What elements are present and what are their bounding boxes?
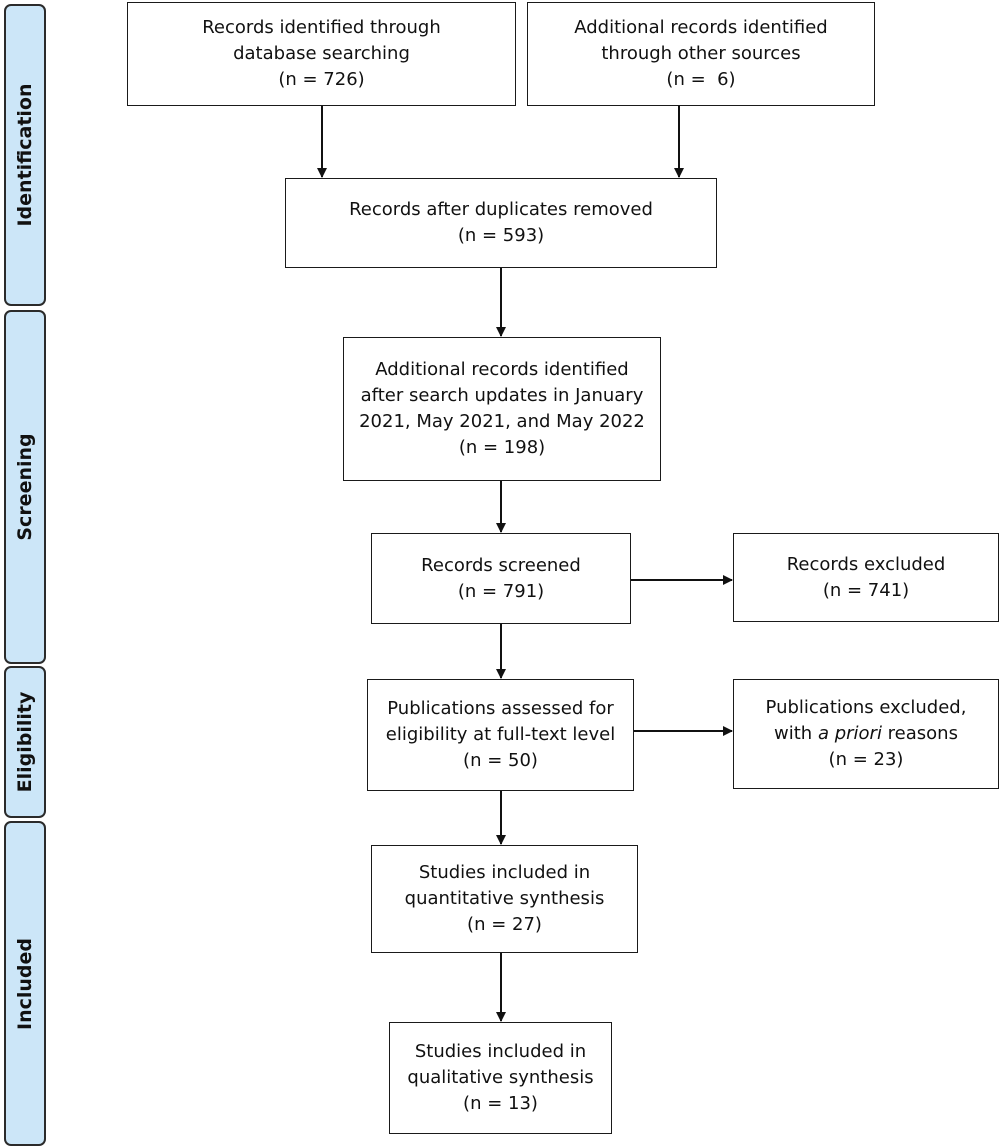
box-other-sources-line2: through other sources (601, 43, 801, 64)
box-records-screened-count: (n = 791) (457, 580, 545, 602)
box-duplicates-removed-count: (n = 593) (457, 225, 545, 246)
phase-included: Included (4, 821, 46, 1146)
phase-eligibility-label: Eligibility (14, 691, 36, 793)
box-fulltext-assessed: Publications assessed for eligibility at… (367, 679, 634, 791)
phase-screening-label: Screening (14, 433, 36, 541)
box-search-updates-line1: Additional records identified (375, 359, 629, 380)
box-duplicates-removed-line1: Records after duplicates removed (349, 199, 653, 220)
phase-identification-label: Identification (14, 83, 36, 227)
box-search-updates: Additional records identified after sear… (343, 337, 661, 481)
box-records-screened-line1: Records screened (421, 554, 581, 576)
box-fulltext-assessed-line1: Publications assessed for (387, 698, 614, 719)
box-qualitative-synthesis-line1: Studies included in (414, 1041, 587, 1062)
box-quantitative-synthesis-line2: quantitative synthesis (404, 888, 605, 909)
box-qualitative-synthesis-line2: qualitative synthesis (407, 1067, 594, 1088)
box-records-excluded-line1: Records excluded (786, 553, 946, 575)
box-publications-excluded-line1: Publications excluded, (765, 697, 967, 718)
box-records-excluded: Records excluded (n = 741) (733, 533, 999, 622)
phase-eligibility: Eligibility (4, 666, 46, 818)
box-records-screened: Records screened (n = 791) (371, 533, 631, 624)
box-fulltext-assessed-line2: eligibility at full-text level (385, 724, 616, 745)
box-other-sources-count: (n = 6) (666, 69, 736, 90)
box-quantitative-synthesis: Studies included in quantitative synthes… (371, 845, 638, 953)
box-publications-excluded-line2-pre: with (774, 723, 818, 744)
box-database-search-count: (n = 726) (278, 69, 365, 90)
box-database-search: Records identified through database sear… (127, 2, 516, 106)
box-qualitative-synthesis-count: (n = 13) (463, 1093, 538, 1114)
box-other-sources-line1: Additional records identified (574, 17, 828, 38)
phase-identification: Identification (4, 4, 46, 306)
box-publications-excluded-count: (n = 23) (828, 749, 904, 770)
box-quantitative-synthesis-count: (n = 27) (467, 914, 542, 935)
box-other-sources: Additional records identified through ot… (527, 2, 875, 106)
box-records-excluded-count: (n = 741) (822, 579, 910, 601)
box-publications-excluded-line2: with a priori reasons (774, 721, 958, 747)
box-search-updates-line2: after search updates in January (360, 385, 644, 406)
box-search-updates-line3: 2021, May 2021, and May 2022 (359, 411, 645, 432)
box-database-search-line2: database searching (233, 43, 410, 64)
box-search-updates-count: (n = 198) (458, 437, 546, 458)
box-publications-excluded: Publications excluded, with a priori rea… (733, 679, 999, 789)
box-duplicates-removed: Records after duplicates removed (n = 59… (285, 178, 717, 268)
phase-screening: Screening (4, 310, 46, 664)
box-qualitative-synthesis: Studies included in qualitative synthesi… (389, 1022, 612, 1134)
box-quantitative-synthesis-line1: Studies included in (418, 862, 591, 883)
box-publications-excluded-line2-post: reasons (881, 723, 958, 744)
box-database-search-line1: Records identified through (202, 17, 441, 38)
box-publications-excluded-line2-italic: a priori (817, 723, 882, 744)
phase-included-label: Included (14, 937, 36, 1030)
box-fulltext-assessed-count: (n = 50) (463, 750, 538, 771)
